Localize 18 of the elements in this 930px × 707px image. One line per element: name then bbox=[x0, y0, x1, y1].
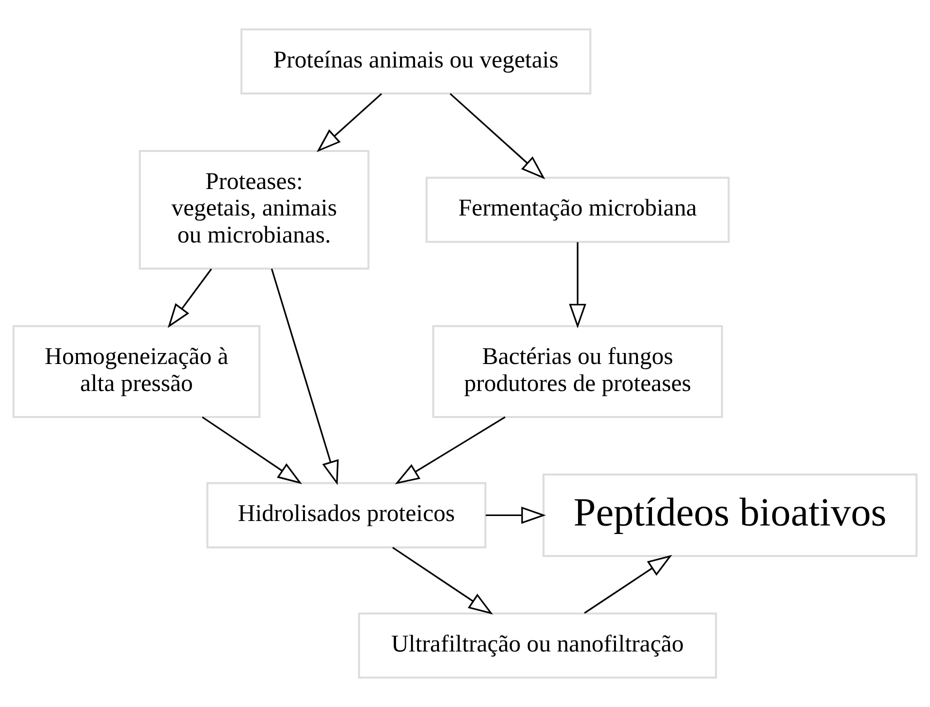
arrow bbox=[168, 268, 212, 328]
arrow bbox=[316, 93, 382, 152]
arrow bbox=[270, 268, 339, 486]
arrow bbox=[450, 93, 546, 180]
arrow bbox=[392, 546, 494, 615]
arrow bbox=[394, 416, 506, 484]
node-box: Bactérias ou fungos produtores de proteases bbox=[432, 325, 723, 418]
node-box: Proteínas animais ou vegetais bbox=[240, 28, 592, 95]
node-box: Homogeneização à alta pressão bbox=[12, 325, 260, 418]
arrow bbox=[569, 242, 586, 328]
arrow bbox=[486, 506, 546, 524]
arrow bbox=[202, 416, 302, 484]
node-box: Hidrolisados proteicos bbox=[206, 482, 486, 548]
node-box: Ultrafiltração ou nanofiltração bbox=[358, 612, 717, 679]
arrow bbox=[584, 554, 672, 614]
node-box: Peptídeos bioativos bbox=[542, 473, 918, 558]
node-box: Fermentação microbiana bbox=[426, 176, 730, 243]
node-box: Proteases: vegetais, animais ou microbianas. bbox=[138, 150, 370, 270]
